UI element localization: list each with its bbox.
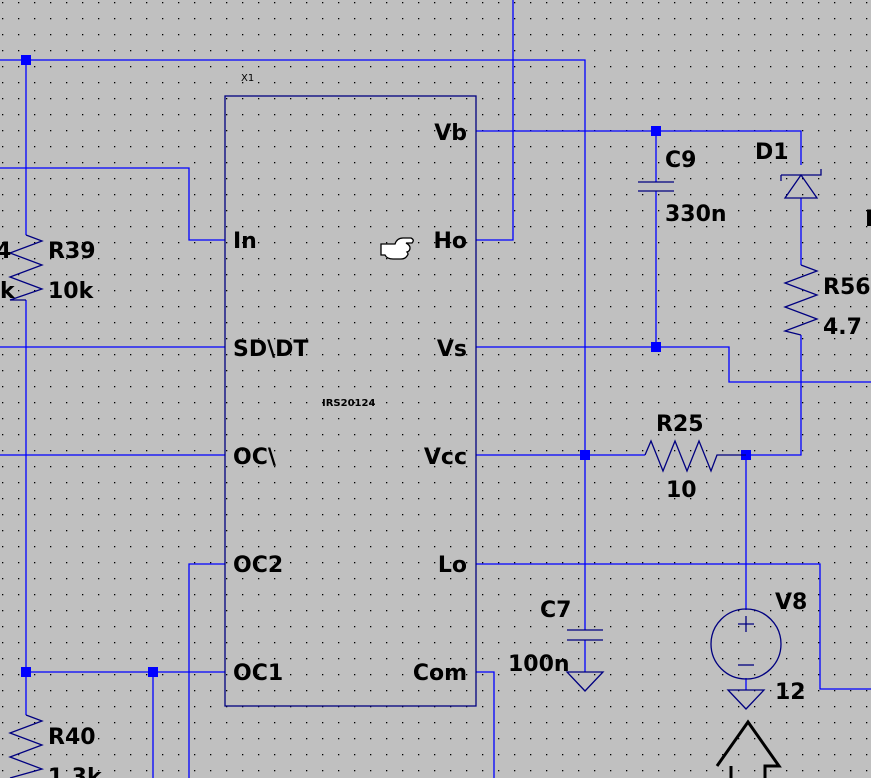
pin-oc1-label: OC1 xyxy=(233,661,283,686)
capacitor-c9[interactable]: C9 330n xyxy=(638,148,727,227)
r25-value: 10 xyxy=(666,478,697,503)
pin-lo-label: Lo xyxy=(438,553,467,578)
v8-ref: V8 xyxy=(775,590,807,615)
r25-ref: R25 xyxy=(656,412,704,437)
r39-ref: R39 xyxy=(48,239,96,264)
resistor-r39[interactable]: R39 10k xyxy=(8,234,96,304)
ic-part-label: IRS20124 xyxy=(322,398,375,409)
r56-ref: R56 xyxy=(823,275,871,300)
v8-value: 12 xyxy=(775,680,806,705)
capacitor-c7[interactable]: C7 100n xyxy=(508,598,605,692)
resistor-r56[interactable]: R56 4.7 xyxy=(782,264,871,340)
r39-value: 10k xyxy=(48,279,95,304)
voltage-source-v8[interactable]: V8 12 xyxy=(710,590,807,710)
c7-value: 100n xyxy=(508,652,570,677)
resistor-r25[interactable]: R25 10 xyxy=(644,412,746,503)
pin-oc-label: OC\ xyxy=(233,445,277,470)
pin-oc2-label: OC2 xyxy=(233,553,283,578)
pin-vs-label: Vs xyxy=(437,337,467,362)
ic-body[interactable] xyxy=(224,95,477,707)
pointing-hand-icon xyxy=(380,237,414,260)
pin-vb-label: Vb xyxy=(434,121,467,146)
d1-ref: D1 xyxy=(755,140,789,165)
v8-ground-symbol xyxy=(726,689,766,710)
c9-ref: C9 xyxy=(665,148,696,173)
pin-sd-dt-label: SD\DT xyxy=(233,337,308,362)
power-arrow-icon xyxy=(715,719,782,778)
pin-in-label: In xyxy=(233,229,257,254)
c9-value: 330n xyxy=(665,202,727,227)
ic-ref-label: X1 xyxy=(241,73,254,84)
pin-vcc-label: Vcc xyxy=(424,445,467,470)
r56-value: 4.7 xyxy=(823,315,862,340)
cut-label-left-a: 4 xyxy=(0,239,11,264)
r40-value: 1.3k xyxy=(48,765,103,778)
pin-ho-label: Ho xyxy=(433,229,467,254)
cut-label-right: I xyxy=(865,207,871,232)
pin-com-label: Com xyxy=(413,661,467,686)
diode-d1[interactable]: D1 xyxy=(755,140,822,199)
r40-ref: R40 xyxy=(48,725,96,750)
c7-ref: C7 xyxy=(540,598,571,623)
ic-x1[interactable]: X1 IRS20124 In SD\DT OC\ OC2 OC1 Vb Ho V… xyxy=(224,73,477,707)
cut-label-left-b: k xyxy=(0,279,16,304)
resistor-r40[interactable]: R40 1.3k xyxy=(8,714,103,778)
c7-ground-symbol xyxy=(565,671,605,692)
